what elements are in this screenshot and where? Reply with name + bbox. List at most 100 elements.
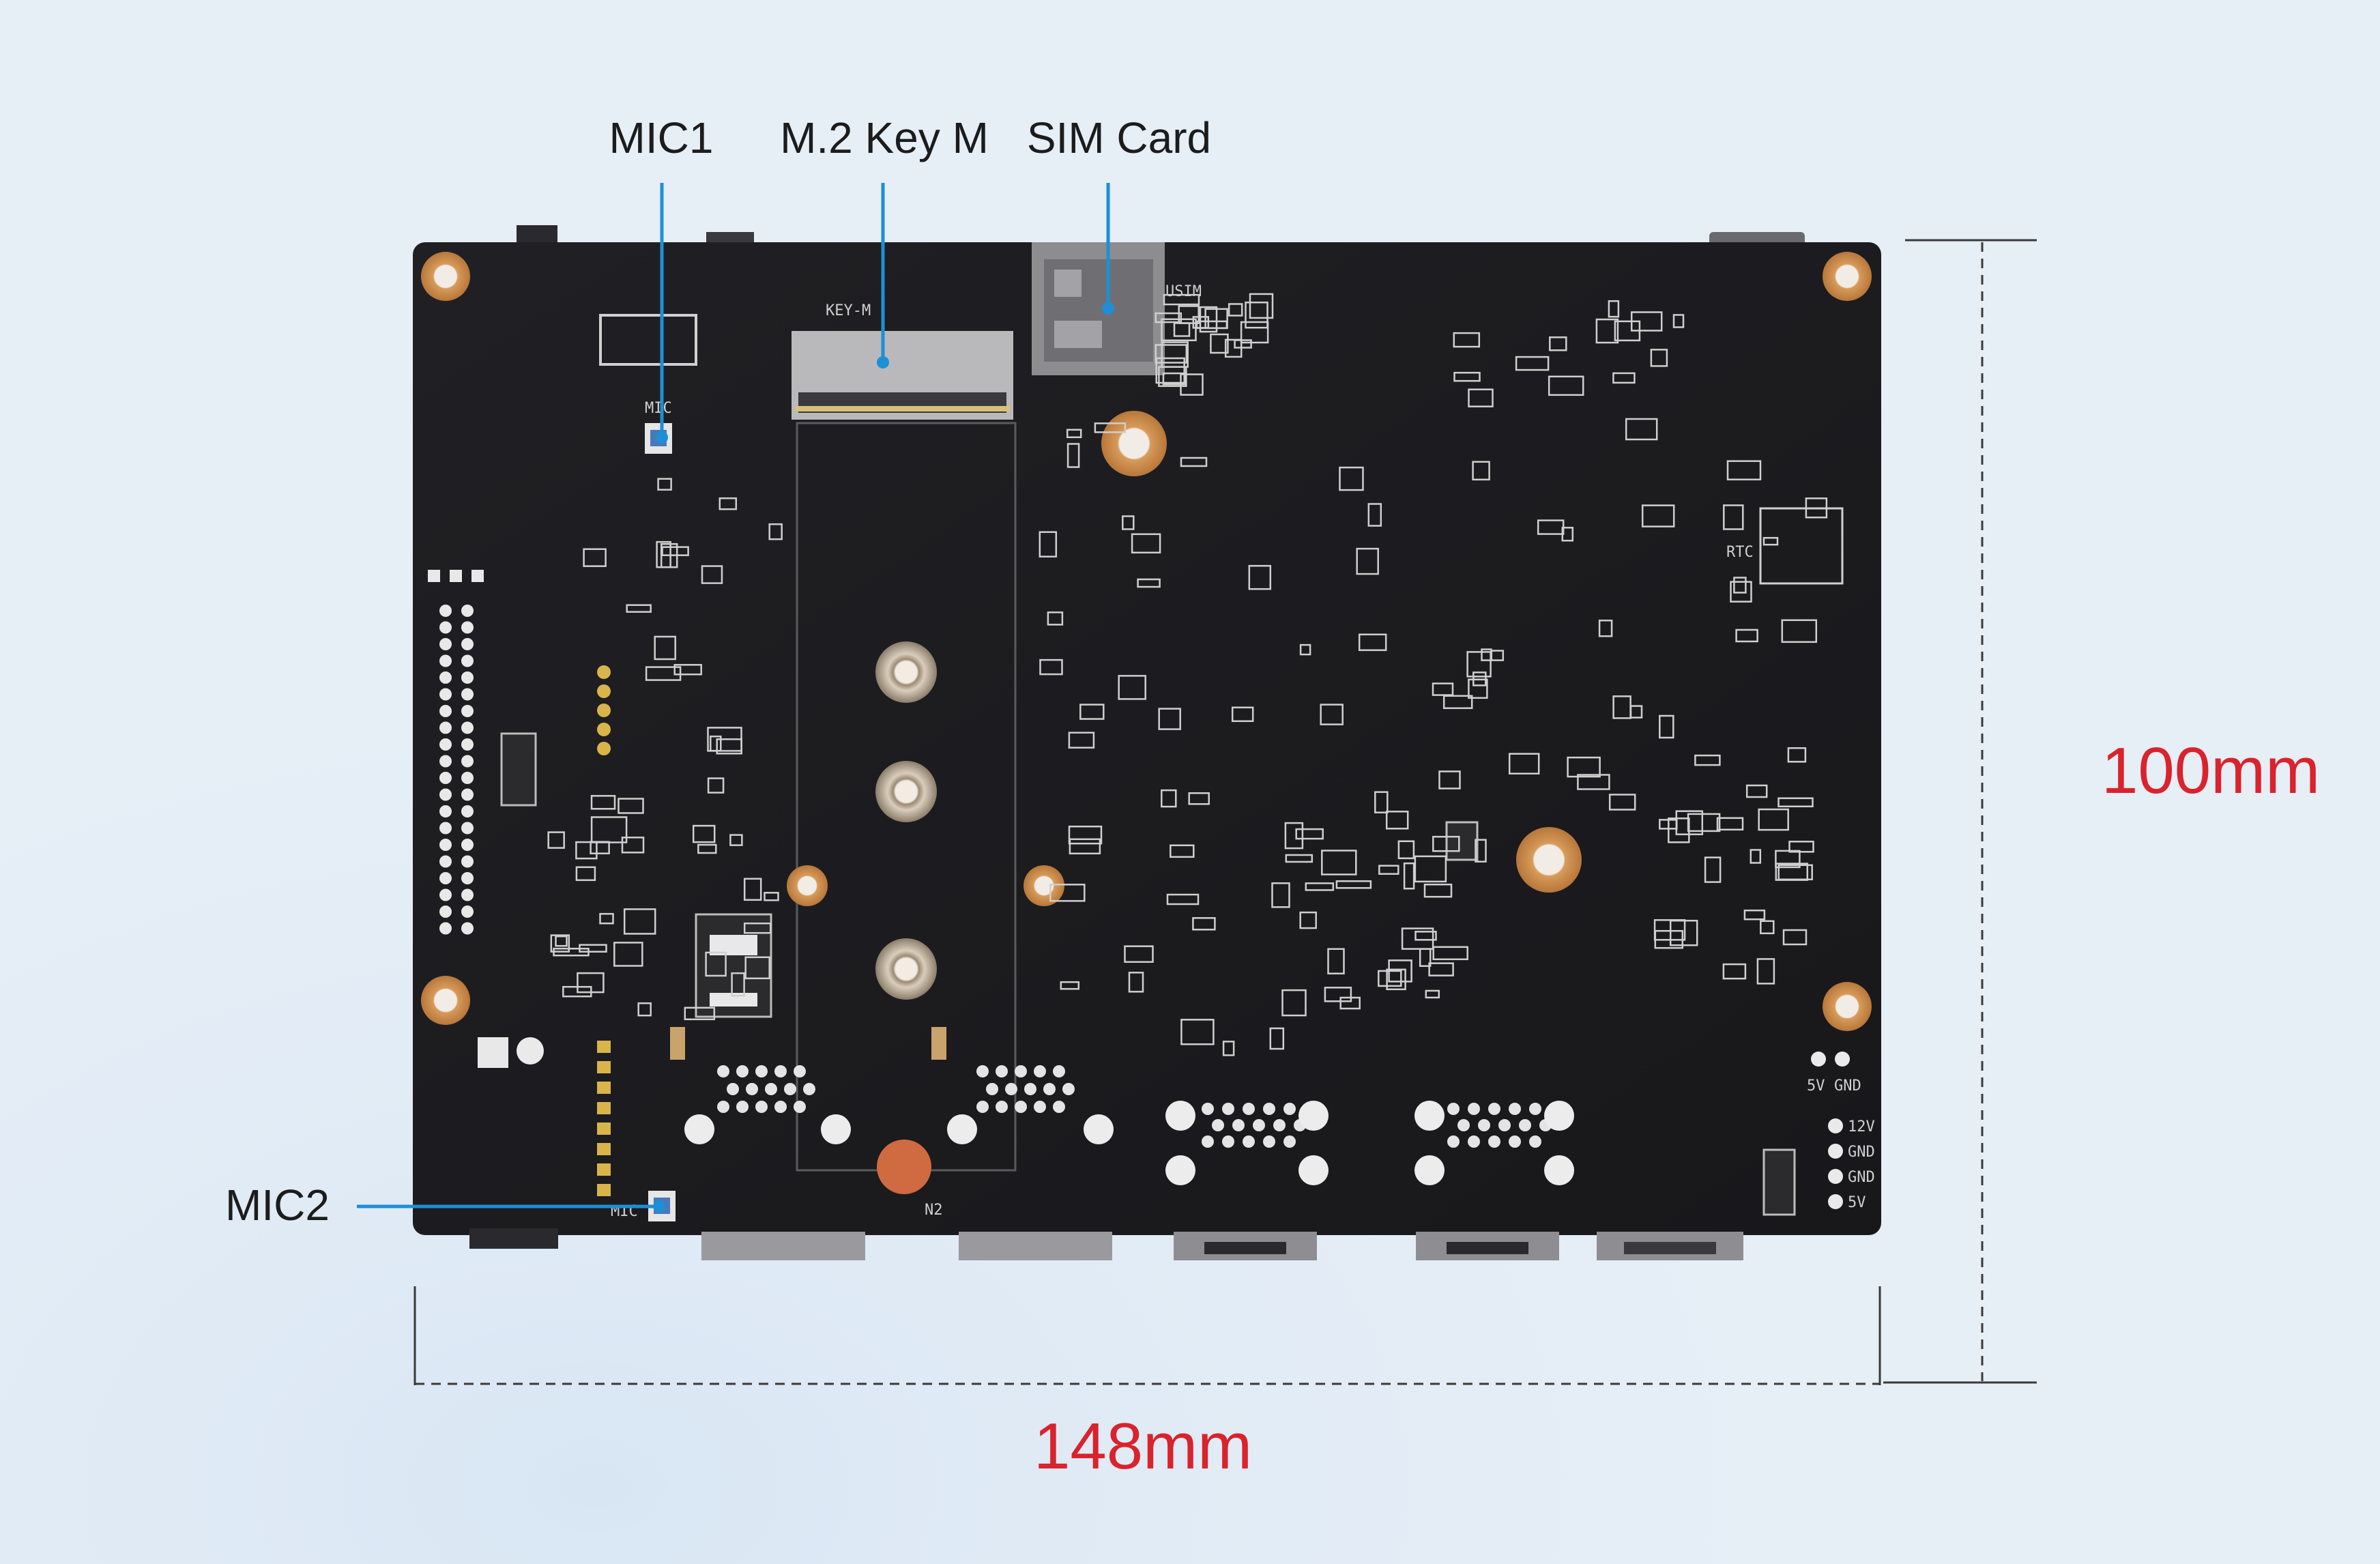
connector-mount-hole <box>1414 1155 1445 1185</box>
callout-mic2-label: MIC2 <box>225 1181 330 1230</box>
smd-part <box>1224 338 1243 358</box>
mount-hole-center-right <box>1516 827 1582 893</box>
smd-part <box>743 922 772 934</box>
smd-part <box>1269 1027 1285 1050</box>
smd-part <box>1595 318 1619 344</box>
smd-part <box>1762 536 1779 546</box>
gpio-pin <box>461 638 474 650</box>
smd-part <box>1548 375 1584 396</box>
terminal-gnd-2 <box>1828 1169 1843 1184</box>
smd-part <box>1324 987 1352 1002</box>
smd-part <box>1367 503 1382 527</box>
usb-2-pin <box>1498 1119 1511 1131</box>
smd-part <box>1397 840 1415 860</box>
smd-part <box>1716 817 1744 831</box>
smd-part <box>1299 911 1317 929</box>
smd-part <box>1131 533 1161 554</box>
usb-2-pin <box>1488 1103 1500 1115</box>
smd-part <box>1281 989 1307 1017</box>
led-2 <box>517 1037 544 1065</box>
gold-pad <box>597 723 611 736</box>
rj45-2-pin <box>986 1083 998 1095</box>
power-terminal: 5V GND 12V GND GND 5V <box>1807 1052 1875 1211</box>
usb-1-pin <box>1243 1103 1255 1115</box>
smd-part <box>1453 371 1481 382</box>
gpio-pin <box>461 654 474 667</box>
smd-part <box>1722 963 1747 980</box>
smd-part <box>1155 357 1185 384</box>
sim-card-slot <box>1032 242 1165 375</box>
smd-part <box>1066 443 1080 468</box>
smd-part <box>707 777 725 794</box>
smd-part <box>1598 620 1613 637</box>
smd-part <box>1758 808 1789 831</box>
smd-part <box>1327 948 1345 974</box>
connector-mount-hole <box>821 1114 851 1144</box>
rj45-1-pin <box>717 1101 729 1113</box>
rj45-2-pin <box>1024 1083 1036 1095</box>
smd-part <box>1320 704 1344 725</box>
audio-jack <box>469 1228 558 1249</box>
terminal-gnd-top <box>1835 1052 1850 1067</box>
rj45-2-pin <box>1015 1101 1027 1113</box>
ethernet-port-1 <box>701 1232 865 1260</box>
usb-2-pin <box>1519 1119 1531 1131</box>
silk-rtc: RTC <box>1726 544 1754 561</box>
led-1 <box>478 1037 508 1068</box>
usb-1-pin <box>1263 1103 1275 1115</box>
usb-port-2-slot <box>1447 1242 1528 1254</box>
gpio-header <box>428 570 484 935</box>
gold-pad <box>597 742 611 755</box>
smd-part <box>1760 920 1775 935</box>
smd-part <box>623 908 656 935</box>
smd-part <box>1295 828 1324 840</box>
header-pin-small <box>450 570 462 582</box>
gold-pad-rect <box>597 1041 611 1053</box>
mount-hole-top-left <box>421 252 470 301</box>
rj45-1-pin <box>774 1065 787 1077</box>
m2-standoffs <box>787 641 1064 1194</box>
gpio-pin <box>439 922 452 935</box>
gpio-pin <box>461 872 474 884</box>
m2-standoff-2280 <box>875 641 937 703</box>
smd-part <box>729 834 743 846</box>
mount-hole-top-right <box>1823 252 1872 301</box>
smd-part <box>657 478 672 491</box>
smd-part <box>1687 813 1721 832</box>
gpio-pin <box>461 738 474 751</box>
rtc-battery-holder <box>1759 507 1844 585</box>
gpio-pin <box>461 906 474 918</box>
smd-part <box>1378 865 1399 875</box>
smd-part <box>1508 753 1540 774</box>
rj45-1-pin <box>717 1065 729 1077</box>
bottom-connectors <box>469 1228 1743 1260</box>
smd-part <box>1079 704 1105 720</box>
gpio-pin <box>439 671 452 684</box>
gpio-pin <box>439 772 452 784</box>
connector-mount-hole <box>1298 1155 1329 1185</box>
rj45-2-pin <box>1034 1065 1046 1077</box>
gold-pad <box>597 665 611 679</box>
smd-part <box>1777 797 1814 808</box>
gpio-pin <box>461 705 474 717</box>
gpio-pin <box>461 621 474 634</box>
smd-part <box>1137 578 1161 588</box>
smd-part <box>1654 929 1684 949</box>
smd-part <box>1425 989 1440 999</box>
sim-slot-contact <box>1054 270 1082 297</box>
smd-part <box>1068 825 1103 845</box>
callouts: MIC1 M.2 Key M SIM Card MIC2 <box>225 113 1211 1230</box>
m2-standoff-2242 <box>875 938 937 1000</box>
rj45-1-pin <box>765 1083 777 1095</box>
smd-part <box>1414 855 1447 883</box>
smd-part <box>1432 682 1454 696</box>
connector-mount-hole <box>1165 1155 1195 1185</box>
rj45-2-pin <box>1005 1083 1017 1095</box>
silk-usim: USIM <box>1165 283 1202 300</box>
smd-part <box>1122 515 1135 530</box>
smd-part <box>1124 945 1154 963</box>
smd-part <box>645 666 682 681</box>
rj45-2-pin <box>976 1101 989 1113</box>
smd-part <box>1403 862 1415 890</box>
smd-part <box>1694 754 1721 766</box>
